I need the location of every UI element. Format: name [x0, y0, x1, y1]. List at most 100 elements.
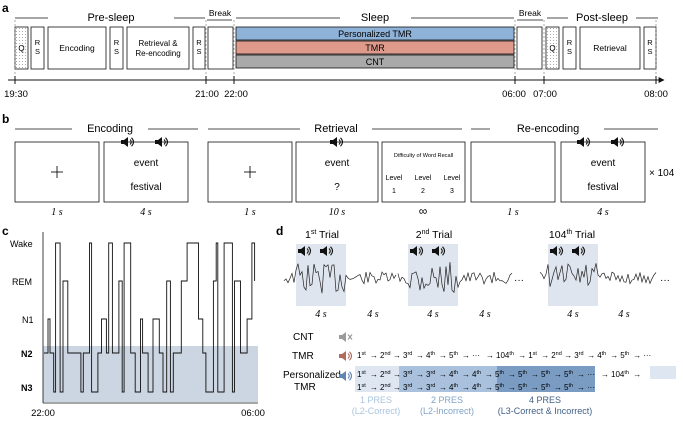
speaker-icon-tmr — [339, 351, 353, 361]
ptmr-seq-1-item: → — [577, 370, 585, 379]
tmr-seq-item: → — [541, 351, 549, 360]
ptmr-seq-2-item: 4th — [449, 383, 458, 392]
tmr-seq-item: → — [370, 351, 378, 360]
rr-line-2: Re-encoding — [135, 49, 180, 58]
tmr-seq-item: 104th — [496, 351, 514, 360]
ret-question: ? — [334, 182, 340, 193]
trial-104-num: 104 — [549, 229, 567, 241]
tmr-seq-item: ··· — [643, 351, 651, 360]
level-2-num: 2 — [421, 188, 425, 195]
phase-post-sleep: Post-sleep — [576, 12, 628, 24]
ptmr-seq-2-item: 2nd — [380, 383, 391, 392]
reenc-blank-screen — [470, 141, 556, 203]
panel-c-label: c — [2, 224, 9, 238]
section-retrieval: Retrieval — [314, 123, 357, 135]
ptmr-seq-2-item: 5th — [541, 383, 550, 392]
phase-pre-sleep: Pre-sleep — [87, 12, 134, 24]
rs-5-r: R — [647, 38, 653, 47]
d-duration-1: 4 s — [315, 309, 327, 320]
d-duration-3: 4 s — [427, 309, 439, 320]
tmr-seq-item: 2nd — [380, 351, 391, 360]
tmr-seq-item: → — [393, 351, 401, 360]
trial-1-sup: st — [311, 229, 317, 236]
trial-2-title: 2nd Trial — [416, 229, 452, 241]
fixation-cross-icon — [244, 166, 256, 178]
tmr-seq-item: 4th — [597, 351, 606, 360]
time-0700: 07:00 — [533, 89, 557, 100]
ptmr-seq-2-item: ··· — [587, 383, 595, 392]
tmr-sequence: 1st→2nd→3rd→4th→5th→···→104th→1st→2nd→3r… — [357, 351, 651, 360]
timeline-ticks — [14, 76, 657, 84]
duration-enc-word: 4 s — [140, 207, 152, 218]
time-2200: 22:00 — [224, 89, 248, 100]
ptmr-seq-1-item: → — [370, 370, 378, 379]
time-0800: 08:00 — [644, 89, 668, 100]
pres-3-line1: 4 PRES — [529, 395, 561, 405]
block-encoding — [47, 26, 107, 70]
level-2-label: Level — [415, 175, 432, 182]
speaker-icon-ptmr — [339, 371, 353, 381]
ptmr-seq-2-item: → — [554, 383, 562, 392]
stage-n2: N2 — [21, 349, 33, 359]
eeg-line — [283, 263, 397, 294]
pres-block-1 — [355, 366, 399, 392]
trial-2-word: Trial — [429, 229, 452, 241]
ptmr-seq-1-item: → — [485, 370, 493, 379]
tmr-seq-item: → — [587, 351, 595, 360]
tmr-seq-item: → — [462, 351, 470, 360]
ptmr-seq-1-item: → — [633, 370, 641, 379]
reenc-word-2: festival — [587, 182, 618, 193]
ptmr-seq-2-item: → — [577, 383, 585, 392]
bar-cnt — [235, 54, 515, 69]
ret-word-1: event — [325, 158, 350, 169]
phase-break-2: Break — [519, 8, 542, 18]
ptmr-seq-1-item: → — [601, 370, 609, 379]
stage-n3: N3 — [21, 383, 33, 393]
block-retrieval-label: Retrieval — [593, 43, 627, 53]
rs-4-r: R — [567, 38, 573, 47]
c-tick-end: 06:00 — [241, 408, 265, 419]
rs-1-s: S — [35, 47, 40, 56]
duration-reenc-word: 4 s — [597, 207, 609, 218]
ptmr-seq-1-item: 5th — [541, 370, 550, 379]
stage-wake: Wake — [10, 239, 33, 249]
pres-1-line1: 1 PRES — [360, 395, 392, 405]
duration-reenc-blank: 1 s — [507, 207, 519, 218]
eeg-line — [539, 263, 657, 287]
tmr-seq-item: 5th — [620, 351, 629, 360]
trial-2-num: 2 — [416, 229, 422, 241]
pres-block-2 — [399, 366, 497, 392]
ptmr-seq-2-item: 3rd — [403, 383, 412, 392]
ptmr-seq-1-item: → — [416, 370, 424, 379]
ptmr-seq-2-item: 4th — [472, 383, 481, 392]
duration-enc-fix: 1 s — [51, 207, 63, 218]
stage-n1: N1 — [22, 315, 34, 325]
ptmr-seq-1-item: 4th — [449, 370, 458, 379]
section-encoding: Encoding — [87, 123, 133, 135]
bar-personalized-tmr — [235, 26, 515, 41]
row-ptmr-label-2: TMR — [294, 382, 316, 393]
block-retrieval-reencoding — [126, 26, 190, 70]
ptmr-seq-1-item: → — [531, 370, 539, 379]
trial-104-word: Trial — [572, 229, 595, 241]
block-rs-3 — [192, 26, 206, 70]
bar-personalized-tmr-label: Personalized TMR — [338, 29, 412, 39]
level-3-num: 3 — [450, 188, 454, 195]
fixation-cross-icon — [51, 166, 63, 178]
eeg-ellipsis-1: ··· — [514, 275, 524, 286]
ptmr-seq-1-item: → — [554, 370, 562, 379]
tmr-seq-item: → — [439, 351, 447, 360]
ret-word-screen — [295, 141, 379, 203]
trial-1-num: 1 — [305, 229, 311, 241]
trial-1-title: 1st Trial — [305, 229, 339, 241]
panel-d-label: d — [276, 224, 283, 238]
reenc-word-screen — [560, 141, 646, 203]
ptmr-seq-2-item: 5th — [518, 383, 527, 392]
tmr-seq-item: → — [633, 351, 641, 360]
trial-104-sup: th — [566, 229, 572, 236]
phase-sleep: Sleep — [361, 12, 389, 24]
eeg-ellipsis-2: ··· — [660, 275, 670, 286]
panel-c: c Wake REM N1 N2 N3 22:00 06:00 — [2, 224, 265, 419]
